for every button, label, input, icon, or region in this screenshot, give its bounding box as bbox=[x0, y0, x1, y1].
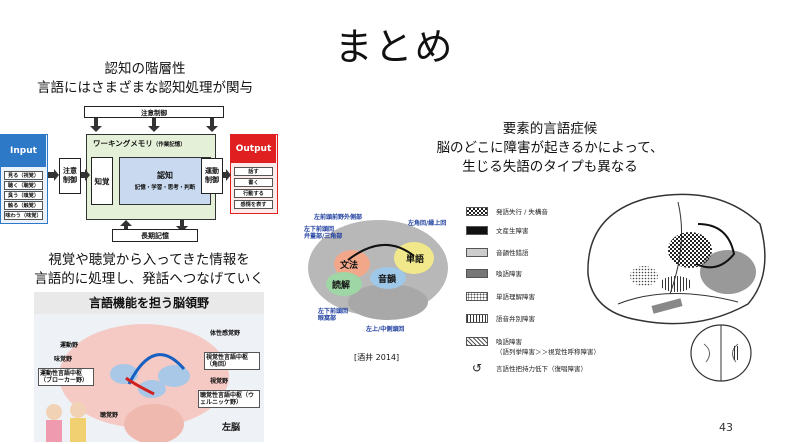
symptoms-caption-1: 要素的言語症候 bbox=[502, 121, 598, 137]
label-auditory: 聴覚野 bbox=[100, 412, 119, 419]
label-broca: 運動性言語中枢（ブローカー野） bbox=[38, 368, 94, 386]
legend-item: 文産生障害 bbox=[466, 224, 529, 236]
citation: [酒井 2014] bbox=[354, 353, 400, 362]
brain-map-illustration bbox=[308, 220, 448, 320]
output-item: 書く bbox=[234, 178, 273, 187]
legend-swatch bbox=[466, 291, 488, 301]
label-left-brain: 左脳 bbox=[222, 423, 241, 433]
cognition-diagram: 注意制御 Input 見る（視覚） 聴く（聴覚） 臭う（嗅覚） 触る（触覚） 味… bbox=[0, 104, 300, 244]
label-premotor-sub: 眼窩部 bbox=[318, 315, 337, 322]
working-memory-label: ワーキングメモリ（作業記憶） bbox=[93, 139, 186, 148]
brain-illustration bbox=[46, 324, 229, 442]
brain-language-map: 左前頭前野外側部 左下前頭回 弁蓋部/三角部 文法 読解 左角回/縁上回 単語 … bbox=[304, 198, 452, 338]
perception-box: 知覚 bbox=[91, 157, 113, 205]
label-grammar: 文法 bbox=[340, 261, 359, 271]
motor-control-box: 運動制御 bbox=[201, 158, 223, 194]
label-inferior-frontal-sub: 弁蓋部/三角部 bbox=[304, 233, 343, 240]
working-memory-area: ワーキングメモリ（作業記憶） 知覚 認知 記憶・学習・思考・判断 bbox=[86, 134, 216, 220]
output-item: 感情を表す bbox=[234, 200, 273, 209]
legend-item: ↺言語性把持力低下（復唱障害） bbox=[466, 362, 587, 374]
legend-item: 喚語障害 bbox=[466, 267, 522, 279]
process-caption-2: 言語的に処理し、発話へつなげていく bbox=[34, 271, 264, 287]
page-number: 43 bbox=[719, 421, 733, 434]
symptoms-caption-3: 生じる失語のタイプも異なる bbox=[462, 159, 638, 175]
legend-swatch bbox=[466, 268, 488, 278]
input-item: 味わう（味覚） bbox=[4, 211, 43, 220]
output-item: 行動する bbox=[234, 189, 273, 198]
legend-item: 喚語障害 bbox=[466, 335, 522, 347]
slide-title: まとめ bbox=[334, 25, 455, 69]
flow-arrows bbox=[48, 169, 231, 181]
brain-regions-figure: 言語機能を担う脳領野 運動野 味覚野 運動性言語中枢（ブローカー野） 体性感覚野… bbox=[34, 292, 264, 442]
label-reading: 読解 bbox=[332, 281, 351, 291]
cognition-items: 記憶・学習・思考・判断 bbox=[134, 185, 196, 191]
cognition-label: 認知 bbox=[157, 171, 173, 180]
attention-arrows bbox=[90, 118, 218, 132]
legend-swatch bbox=[466, 206, 488, 216]
cognition-caption-2: 言語にはさまざまな認知処理が関与 bbox=[37, 80, 253, 96]
attention-left-box: 注意制御 bbox=[59, 158, 81, 194]
label-angular-supramarginal: 左角回/縁上回 bbox=[408, 220, 447, 227]
long-term-memory-box: 長期記憶 bbox=[112, 229, 198, 242]
label-premotor: 左下前頭回 bbox=[318, 308, 349, 315]
label-prefrontal: 左前頭前野外側部 bbox=[314, 214, 363, 221]
input-item: 触る（触覚） bbox=[4, 201, 43, 210]
process-caption-1: 視覚や聴覚から入ってきた情報を bbox=[48, 252, 250, 268]
symptoms-caption-2: 脳のどこに障害が起きるかによって、 bbox=[436, 140, 664, 156]
cognition-box: 認知 記憶・学習・思考・判断 bbox=[119, 157, 211, 205]
label-motor: 運動野 bbox=[60, 342, 79, 349]
axial-brain-section bbox=[690, 324, 752, 382]
label-somato: 体性感覚野 bbox=[210, 330, 241, 337]
label-phoneme: 音韻 bbox=[378, 275, 397, 285]
attention-top-box: 注意制御 bbox=[84, 106, 224, 118]
input-item: 見る（視覚） bbox=[4, 171, 43, 180]
output-title: Output bbox=[231, 135, 276, 163]
legend-item: 語音弁別障害 bbox=[466, 312, 535, 324]
legend-swatch bbox=[466, 336, 488, 346]
legend-item: 音韻性錯語 bbox=[466, 246, 529, 258]
legend-swatch bbox=[466, 313, 488, 323]
label-superior-temporal: 左上/中側頭回 bbox=[366, 326, 405, 333]
legend-swatch bbox=[466, 225, 488, 235]
lesion-brain-map bbox=[587, 193, 766, 325]
input-title: Input bbox=[1, 135, 46, 167]
output-panel: Output 話す 書く 行動する 感情を表す bbox=[230, 134, 278, 214]
label-word: 単語 bbox=[406, 255, 425, 265]
label-taste: 味覚野 bbox=[54, 356, 73, 363]
input-item: 聴く（聴覚） bbox=[4, 181, 43, 190]
output-item: 話す bbox=[234, 167, 273, 176]
legend-item: 発語失行 / 失構音 bbox=[466, 205, 548, 217]
cognition-caption-1: 認知の階層性 bbox=[104, 61, 186, 77]
legend-item: 単語理解障害 bbox=[466, 290, 535, 302]
legend-swatch bbox=[466, 247, 488, 257]
input-item: 臭う（嗅覚） bbox=[4, 191, 43, 200]
input-panel: Input 見る（視覚） 聴く（聴覚） 臭う（嗅覚） 触る（触覚） 味わう（味覚… bbox=[0, 134, 48, 224]
label-visual: 視覚野 bbox=[210, 378, 229, 385]
label-inferior-frontal: 左下前頭回 bbox=[304, 226, 335, 233]
legend-item-note: （語列挙障害＞＞視覚性呼称障害） bbox=[496, 348, 600, 356]
label-wernicke: 聴覚性言語中枢（ウェルニッケ野） bbox=[198, 390, 260, 408]
arrow-icon: ↺ bbox=[471, 360, 483, 375]
label-angular: 視覚性言語中枢（角回） bbox=[204, 352, 260, 370]
brain-regions-title: 言語機能を担う脳領野 bbox=[34, 292, 264, 314]
